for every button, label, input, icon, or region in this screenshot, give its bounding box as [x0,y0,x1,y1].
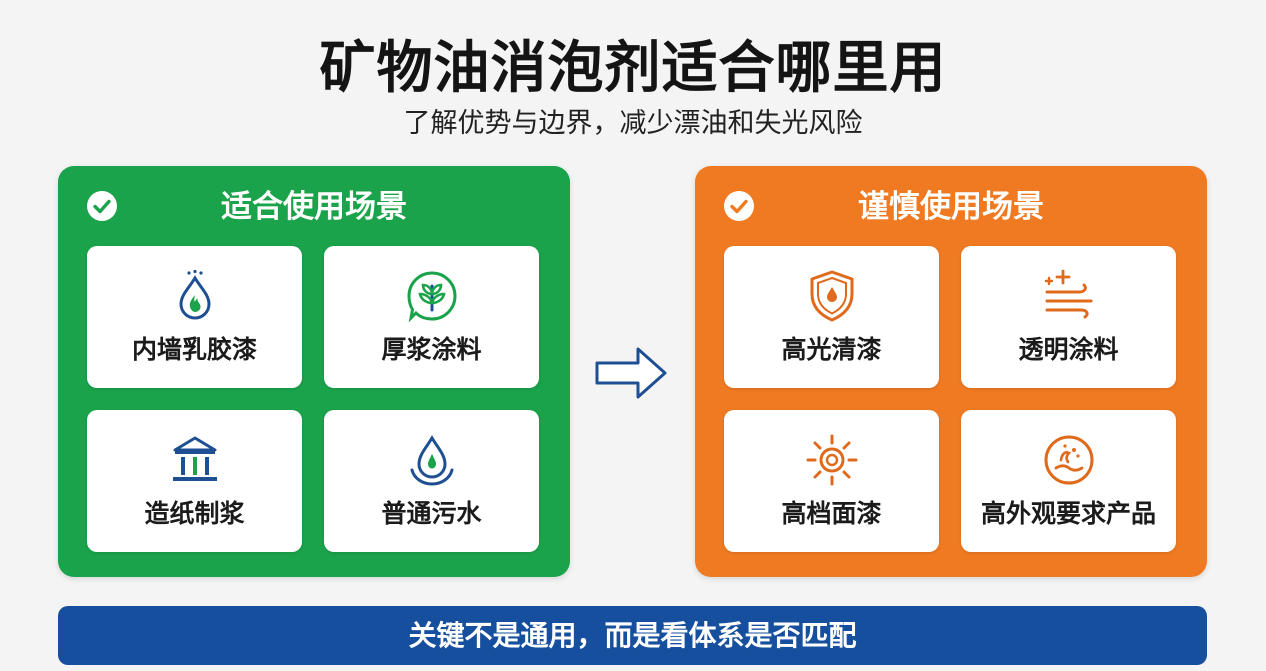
key-message-banner: 关键不是通用，而是看体系是否匹配 [58,606,1207,665]
scenario-label: 普通污水 [381,499,482,528]
caution-panel-header: 谨慎使用场景 [695,186,1207,228]
scenario-label: 高光清漆 [781,335,882,364]
caution-panel-title: 谨慎使用场景 [858,189,1044,225]
page-subtitle: 了解优势与边界，减少漂油和失光风险 [403,108,863,139]
scenario-card-premium-topcoat: 高档面漆 [724,410,939,552]
check-circle-icon [724,191,754,221]
water-drop-flame-icon [179,269,211,320]
splash-circle-icon [1044,435,1094,485]
key-message-text: 关键不是通用，而是看体系是否匹配 [408,619,857,652]
suitable-panel-title: 适合使用场景 [221,189,407,225]
suitable-panel: 适合使用场景 内墙乳胶漆 厚浆涂料 [58,166,570,577]
sun-icon [806,434,858,486]
scenario-card-thick-paste-coating: 厚浆涂料 [324,246,539,388]
scenario-label: 厚浆涂料 [381,335,482,364]
water-drop-ripple-icon [410,435,454,486]
scenario-card-interior-latex-paint: 内墙乳胶漆 [87,246,302,388]
arrow-right-icon [595,347,667,399]
plant-badge-icon [407,271,457,323]
scenario-card-transparent-coating: 透明涂料 [961,246,1176,388]
scenario-label: 透明涂料 [1018,335,1119,364]
shield-icon [810,270,854,322]
paper-mill-building-icon [173,436,217,481]
scenario-label: 内墙乳胶漆 [131,335,257,364]
scenario-card-papermaking-pulp: 造纸制浆 [87,410,302,552]
scenario-card-high-appearance-products: 高外观要求产品 [961,410,1176,552]
scenario-label: 造纸制浆 [144,499,245,528]
check-circle-icon [87,191,117,221]
scenario-label: 高外观要求产品 [980,499,1156,528]
scenario-label: 高档面漆 [781,499,882,528]
sparkle-lines-icon [1044,269,1093,319]
scenario-card-high-gloss-varnish: 高光清漆 [724,246,939,388]
suitable-panel-header: 适合使用场景 [58,186,570,228]
caution-panel: 谨慎使用场景 高光清漆 透明涂料 [695,166,1207,577]
scenario-card-ordinary-wastewater: 普通污水 [324,410,539,552]
page-title: 矿物油消泡剂适合哪里用 [319,36,947,101]
